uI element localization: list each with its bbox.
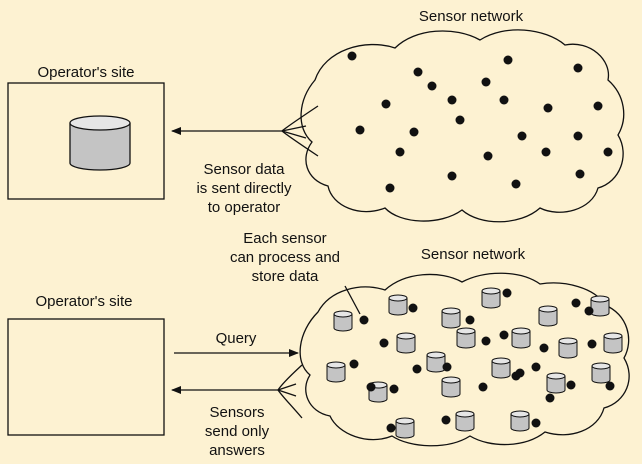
- sensor-dot: [503, 55, 513, 65]
- storage-cylinder-icon: [481, 287, 501, 309]
- sensor-dot: [481, 77, 491, 87]
- sensor-dot: [605, 381, 615, 391]
- bottom-answer-funnel: [277, 364, 303, 419]
- sensor-dot: [566, 380, 576, 390]
- storage-cylinder-icon: [603, 332, 623, 354]
- storage-cylinder-icon: [333, 310, 353, 332]
- sensor-dot: [465, 315, 475, 325]
- bottom-sensor-cloud: [299, 272, 630, 447]
- sensor-dot: [517, 131, 527, 141]
- storage-cylinder-icon: [538, 305, 558, 327]
- callout-pointer: [344, 285, 361, 315]
- sensor-dot: [502, 288, 512, 298]
- database-icon: [69, 115, 131, 171]
- sensor-dot: [499, 95, 509, 105]
- sensor-dot: [575, 169, 585, 179]
- bottom-network-title: Sensor network: [421, 246, 526, 263]
- sensor-dot: [366, 382, 376, 392]
- sensor-dot: [511, 179, 521, 189]
- sensor-dot: [531, 362, 541, 372]
- storage-cylinder-icon: [396, 332, 416, 354]
- sensor-dot: [447, 171, 457, 181]
- top-sensor-dots: [347, 51, 613, 193]
- sensor-dot: [441, 415, 451, 425]
- top-caption-line-2: is sent directly: [196, 180, 292, 197]
- storage-cylinder-icon: [426, 351, 446, 373]
- storage-cylinder-icon: [491, 357, 511, 379]
- storage-cylinder-icon: [326, 361, 346, 383]
- sensor-dot: [541, 147, 551, 157]
- sensor-dot: [539, 343, 549, 353]
- sensor-dot: [573, 63, 583, 73]
- storage-cylinder-icon: [441, 307, 461, 329]
- storage-cylinder-icon: [456, 327, 476, 349]
- callout-line-3: store data: [252, 268, 319, 285]
- sensor-dot: [455, 115, 465, 125]
- storage-cylinder-icon: [510, 410, 530, 432]
- sensor-dot: [359, 315, 369, 325]
- callout-line-1: Each sensor: [243, 230, 326, 247]
- bottom-site-title: Operator's site: [35, 293, 132, 310]
- storage-cylinder-icon: [388, 294, 408, 316]
- sensor-dot: [587, 339, 597, 349]
- callout-line-2: can process and: [230, 249, 340, 266]
- sensor-dot: [478, 382, 488, 392]
- bottom-sensor-nodes: [326, 287, 623, 439]
- sensor-dot: [427, 81, 437, 91]
- bottom-operator-site-box: [7, 318, 165, 436]
- sensor-dot: [481, 336, 491, 346]
- sensor-dot: [442, 362, 452, 372]
- sensor-dot: [603, 147, 613, 157]
- answer-label-line-3: answers: [209, 442, 265, 459]
- sensor-dot: [413, 67, 423, 77]
- storage-cylinder-icon: [441, 376, 461, 398]
- answer-label-line-1: Sensors: [209, 404, 264, 421]
- sensor-dot: [593, 101, 603, 111]
- sensor-dot: [386, 423, 396, 433]
- query-label: Query: [216, 330, 257, 347]
- top-network-title: Sensor network: [419, 8, 524, 25]
- sensor-dot: [545, 393, 555, 403]
- sensor-dot: [347, 51, 357, 61]
- sensor-dot: [389, 384, 399, 394]
- sensor-dot: [381, 99, 391, 109]
- sensor-dot: [379, 338, 389, 348]
- sensor-dot: [483, 151, 493, 161]
- top-data-funnel: [281, 105, 319, 157]
- sensor-dot: [395, 147, 405, 157]
- storage-cylinder-icon: [546, 372, 566, 394]
- sensor-dot: [531, 418, 541, 428]
- sensor-dot: [584, 306, 594, 316]
- top-caption-line-1: Sensor data: [204, 161, 286, 178]
- top-site-title: Operator's site: [37, 64, 134, 81]
- top-sensor-cloud: [300, 29, 625, 223]
- sensor-dot: [385, 183, 395, 193]
- sensor-dot: [355, 125, 365, 135]
- top-caption-line-3: to operator: [208, 199, 281, 216]
- storage-cylinder-icon: [558, 337, 578, 359]
- top-operator-site-box: [7, 82, 165, 200]
- storage-cylinder-icon: [591, 362, 611, 384]
- sensor-dot: [571, 298, 581, 308]
- sensor-dot: [573, 131, 583, 141]
- sensor-dot: [349, 359, 359, 369]
- sensor-dot: [543, 103, 553, 113]
- sensor-dot: [499, 330, 509, 340]
- sensor-dot: [412, 364, 422, 374]
- sensor-dot: [515, 368, 525, 378]
- answer-label-line-2: send only: [205, 423, 270, 440]
- sensor-dot: [409, 127, 419, 137]
- storage-cylinder-icon: [511, 327, 531, 349]
- storage-cylinder-icon: [455, 410, 475, 432]
- sensor-dot: [447, 95, 457, 105]
- storage-cylinder-icon: [590, 295, 610, 317]
- storage-cylinder-icon: [395, 417, 415, 439]
- sensor-dot: [408, 303, 418, 313]
